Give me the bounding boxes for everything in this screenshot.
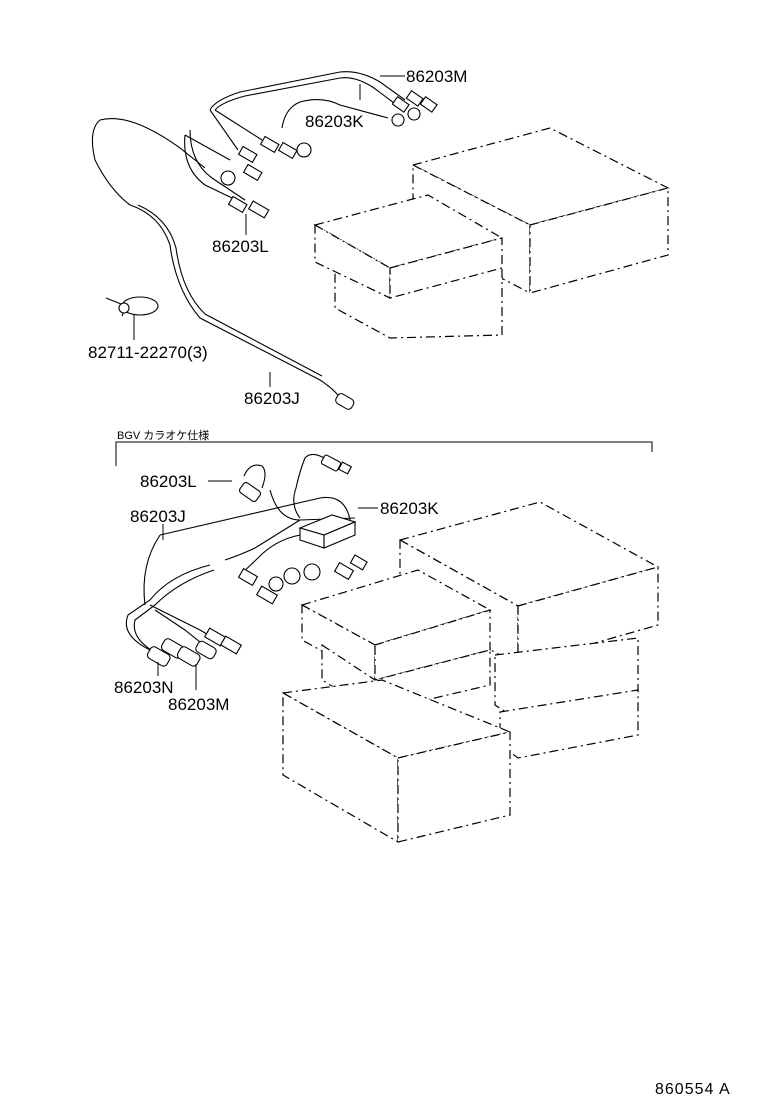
label-86203l-bottom: 86203L: [140, 472, 197, 491]
bottom-audio-unit-large: [281, 679, 512, 844]
junction-box: [298, 514, 357, 549]
group-title: BGV カラオケ仕様: [117, 428, 209, 442]
top-plugs-k: [237, 135, 312, 164]
bottom-audio-unit-mid: [300, 569, 492, 713]
bottom-plug-k-top: [320, 454, 353, 475]
top-audio-unit-upper: [313, 194, 504, 299]
top-assembly: 86203M 86203K 86203L 82711-22270(3) 8620…: [88, 67, 670, 410]
label-86203m-top: 86203M: [406, 67, 467, 86]
bottom-audio-unit-right-mid: [494, 637, 639, 759]
group-bracket: [115, 441, 653, 466]
top-plugs-l: [220, 163, 270, 219]
top-plugs-m: [391, 89, 438, 127]
bottom-assembly: BGV カラオケ仕様: [114, 428, 660, 844]
top-plug-j: [335, 393, 355, 410]
bottom-plug-l: [238, 481, 262, 503]
label-86203j-bottom: 86203J: [130, 507, 186, 526]
label-86203j-top: 86203J: [244, 389, 300, 408]
diagram-code: 860554 A: [655, 1081, 731, 1098]
bottom-wire-harness: [125, 453, 356, 656]
label-86203m-bottom: 86203M: [168, 695, 229, 714]
label-86203l-top: 86203L: [212, 237, 269, 256]
label-clamp-part: 82711-22270(3): [88, 343, 208, 362]
label-86203k-top: 86203K: [305, 112, 364, 131]
top-wire-harness: [91, 71, 406, 399]
bottom-plugs-center: [237, 554, 368, 605]
label-86203k-bottom: 86203K: [380, 499, 439, 518]
label-86203n-bottom: 86203N: [114, 678, 174, 697]
bottom-plugs-n-m: [146, 627, 243, 667]
clamp-icon: [105, 296, 159, 317]
